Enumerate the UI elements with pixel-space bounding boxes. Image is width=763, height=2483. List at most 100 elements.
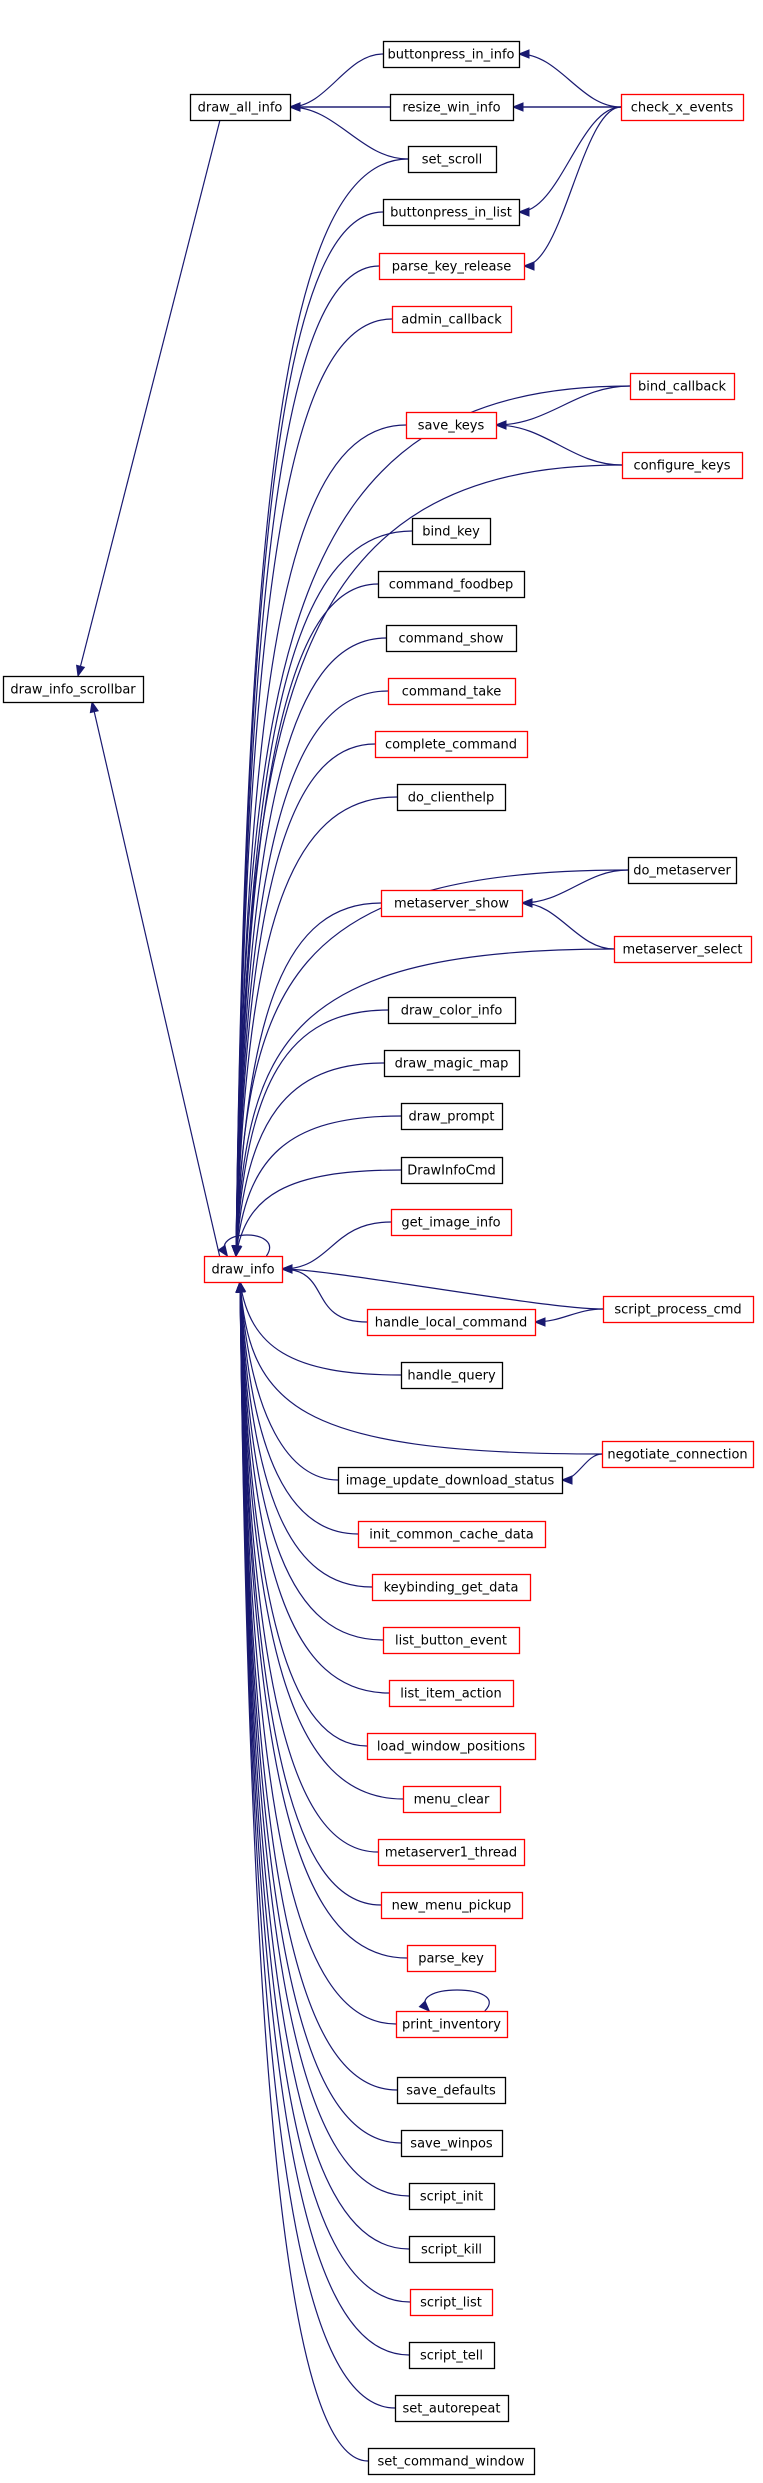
node-script_list[interactable]: script_list bbox=[409, 2288, 494, 2317]
node-handle_query[interactable]: handle_query bbox=[400, 1361, 504, 1390]
edge-layer bbox=[76, 49, 631, 2462]
node-draw_all_info[interactable]: draw_all_info bbox=[189, 93, 292, 122]
node-box bbox=[382, 40, 521, 69]
node-label: metaserver1_thread bbox=[385, 1846, 517, 1861]
node-box bbox=[409, 2288, 494, 2317]
node-handle_local_command[interactable]: handle_local_command bbox=[366, 1308, 537, 1337]
node-label: list_button_event bbox=[395, 1634, 507, 1649]
node-list_item_action[interactable]: list_item_action bbox=[388, 1679, 515, 1708]
node-keybinding_get_data[interactable]: keybinding_get_data bbox=[371, 1573, 532, 1602]
node-command_show[interactable]: command_show bbox=[385, 624, 518, 653]
edge-metaserver_show-to-draw_info bbox=[235, 902, 382, 1257]
edge-buttonpress_in_info-to-draw_all_info bbox=[289, 53, 384, 108]
node-save_defaults[interactable]: save_defaults bbox=[396, 2076, 507, 2105]
node-box bbox=[189, 93, 292, 122]
node-box bbox=[377, 1838, 526, 1867]
node-label: metaserver_show bbox=[394, 897, 509, 912]
edge-print_inventory-to-print_inventory bbox=[424, 1989, 490, 2012]
node-label: print_inventory bbox=[402, 2018, 501, 2033]
edge-load_window_positions-to-draw_info bbox=[239, 1281, 368, 1747]
node-parse_key[interactable]: parse_key bbox=[406, 1944, 497, 1973]
node-draw_prompt[interactable]: draw_prompt bbox=[400, 1102, 504, 1131]
node-box bbox=[390, 1208, 513, 1237]
node-box bbox=[408, 2235, 496, 2264]
edge-metaserver1_thread-to-draw_info bbox=[239, 1281, 379, 1853]
node-DrawInfoCmd[interactable]: DrawInfoCmd bbox=[400, 1156, 504, 1185]
node-box bbox=[337, 1466, 564, 1495]
edge-do_clienthelp-to-draw_info bbox=[235, 796, 398, 1257]
node-get_image_info[interactable]: get_image_info bbox=[390, 1208, 513, 1237]
edge-menu_clear-to-draw_info bbox=[239, 1281, 404, 1800]
edge-set_command_window-to-draw_info bbox=[239, 1281, 369, 2462]
edge-negotiate_connection-to-image_update_download_status bbox=[561, 1453, 603, 1481]
node-label: load_window_positions bbox=[377, 1740, 526, 1755]
node-box bbox=[382, 1626, 521, 1655]
edge-check_x_events-to-buttonpress_in_info bbox=[518, 53, 622, 108]
node-label: parse_key_release bbox=[392, 260, 512, 275]
node-script_process_cmd[interactable]: script_process_cmd bbox=[602, 1295, 755, 1324]
node-box bbox=[387, 677, 517, 706]
edge-do_metaserver-to-metaserver_show bbox=[521, 869, 629, 904]
node-label: set_command_window bbox=[377, 2455, 524, 2470]
node-buttonpress_in_list[interactable]: buttonpress_in_list bbox=[382, 198, 521, 227]
node-box bbox=[203, 1255, 284, 1284]
node-image_update_download_status[interactable]: image_update_download_status bbox=[337, 1466, 564, 1495]
node-label: draw_info bbox=[211, 1263, 274, 1278]
node-metaserver_show[interactable]: metaserver_show bbox=[380, 889, 524, 918]
node-bind_callback[interactable]: bind_callback bbox=[629, 372, 736, 401]
edge-init_common_cache_data-to-draw_info bbox=[239, 1281, 359, 1535]
node-box bbox=[621, 451, 744, 480]
node-draw_info[interactable]: draw_info bbox=[203, 1255, 284, 1284]
node-new_menu_pickup[interactable]: new_menu_pickup bbox=[380, 1891, 524, 1920]
node-box bbox=[627, 856, 738, 885]
node-check_x_events[interactable]: check_x_events bbox=[620, 93, 745, 122]
node-negotiate_connection[interactable]: negotiate_connection bbox=[601, 1440, 755, 1469]
node-box bbox=[378, 252, 526, 281]
node-script_kill[interactable]: script_kill bbox=[408, 2235, 496, 2264]
node-buttonpress_in_info[interactable]: buttonpress_in_info bbox=[382, 40, 521, 69]
node-do_metaserver[interactable]: do_metaserver bbox=[627, 856, 738, 885]
edge-metaserver_select-to-draw_info bbox=[235, 948, 615, 1257]
edge-draw_color_info-to-draw_info bbox=[235, 1009, 389, 1257]
node-do_clienthelp[interactable]: do_clienthelp bbox=[396, 783, 507, 812]
node-metaserver_select[interactable]: metaserver_select bbox=[613, 935, 753, 964]
node-draw_info_scrollbar[interactable]: draw_info_scrollbar bbox=[2, 675, 145, 704]
edge-admin_callback-to-draw_info bbox=[235, 318, 393, 1257]
node-script_init[interactable]: script_init bbox=[408, 2182, 496, 2211]
node-set_scroll[interactable]: set_scroll bbox=[407, 145, 498, 174]
node-command_foodbep[interactable]: command_foodbep bbox=[377, 570, 526, 599]
node-load_window_positions[interactable]: load_window_positions bbox=[366, 1732, 537, 1761]
edge-metaserver_select-to-metaserver_show bbox=[521, 902, 615, 950]
node-set_autorepeat[interactable]: set_autorepeat bbox=[394, 2394, 510, 2423]
node-set_command_window[interactable]: set_command_window bbox=[367, 2447, 536, 2476]
node-menu_clear[interactable]: menu_clear bbox=[402, 1785, 502, 1814]
node-command_take[interactable]: command_take bbox=[387, 677, 517, 706]
node-label: handle_query bbox=[407, 1369, 496, 1384]
node-box bbox=[400, 2129, 504, 2158]
node-list_button_event[interactable]: list_button_event bbox=[382, 1626, 521, 1655]
node-complete_command[interactable]: complete_command bbox=[374, 730, 529, 759]
node-save_keys[interactable]: save_keys bbox=[405, 411, 498, 440]
edge-parse_key-to-draw_info bbox=[239, 1281, 408, 1959]
node-print_inventory[interactable]: print_inventory bbox=[395, 2010, 509, 2039]
node-configure_keys[interactable]: configure_keys bbox=[621, 451, 744, 480]
node-box bbox=[602, 1295, 755, 1324]
node-admin_callback[interactable]: admin_callback bbox=[391, 305, 513, 334]
edge-check_x_events-to-buttonpress_in_list bbox=[518, 106, 622, 213]
node-label: command_take bbox=[402, 685, 502, 700]
node-bind_key[interactable]: bind_key bbox=[411, 517, 492, 546]
node-resize_win_info[interactable]: resize_win_info bbox=[389, 93, 515, 122]
node-parse_key_release[interactable]: parse_key_release bbox=[378, 252, 526, 281]
node-init_common_cache_data[interactable]: init_common_cache_data bbox=[357, 1520, 547, 1549]
edge-command_show-to-draw_info bbox=[235, 637, 387, 1257]
node-label: draw_prompt bbox=[409, 1110, 495, 1125]
node-draw_color_info[interactable]: draw_color_info bbox=[387, 996, 517, 1025]
node-box bbox=[613, 935, 753, 964]
node-save_winpos[interactable]: save_winpos bbox=[400, 2129, 504, 2158]
node-draw_magic_map[interactable]: draw_magic_map bbox=[383, 1049, 521, 1078]
edge-draw_info-to-draw_info bbox=[223, 1234, 270, 1257]
node-metaserver1_thread[interactable]: metaserver1_thread bbox=[377, 1838, 526, 1867]
node-script_tell[interactable]: script_tell bbox=[408, 2341, 496, 2370]
node-label: bind_key bbox=[422, 525, 480, 540]
